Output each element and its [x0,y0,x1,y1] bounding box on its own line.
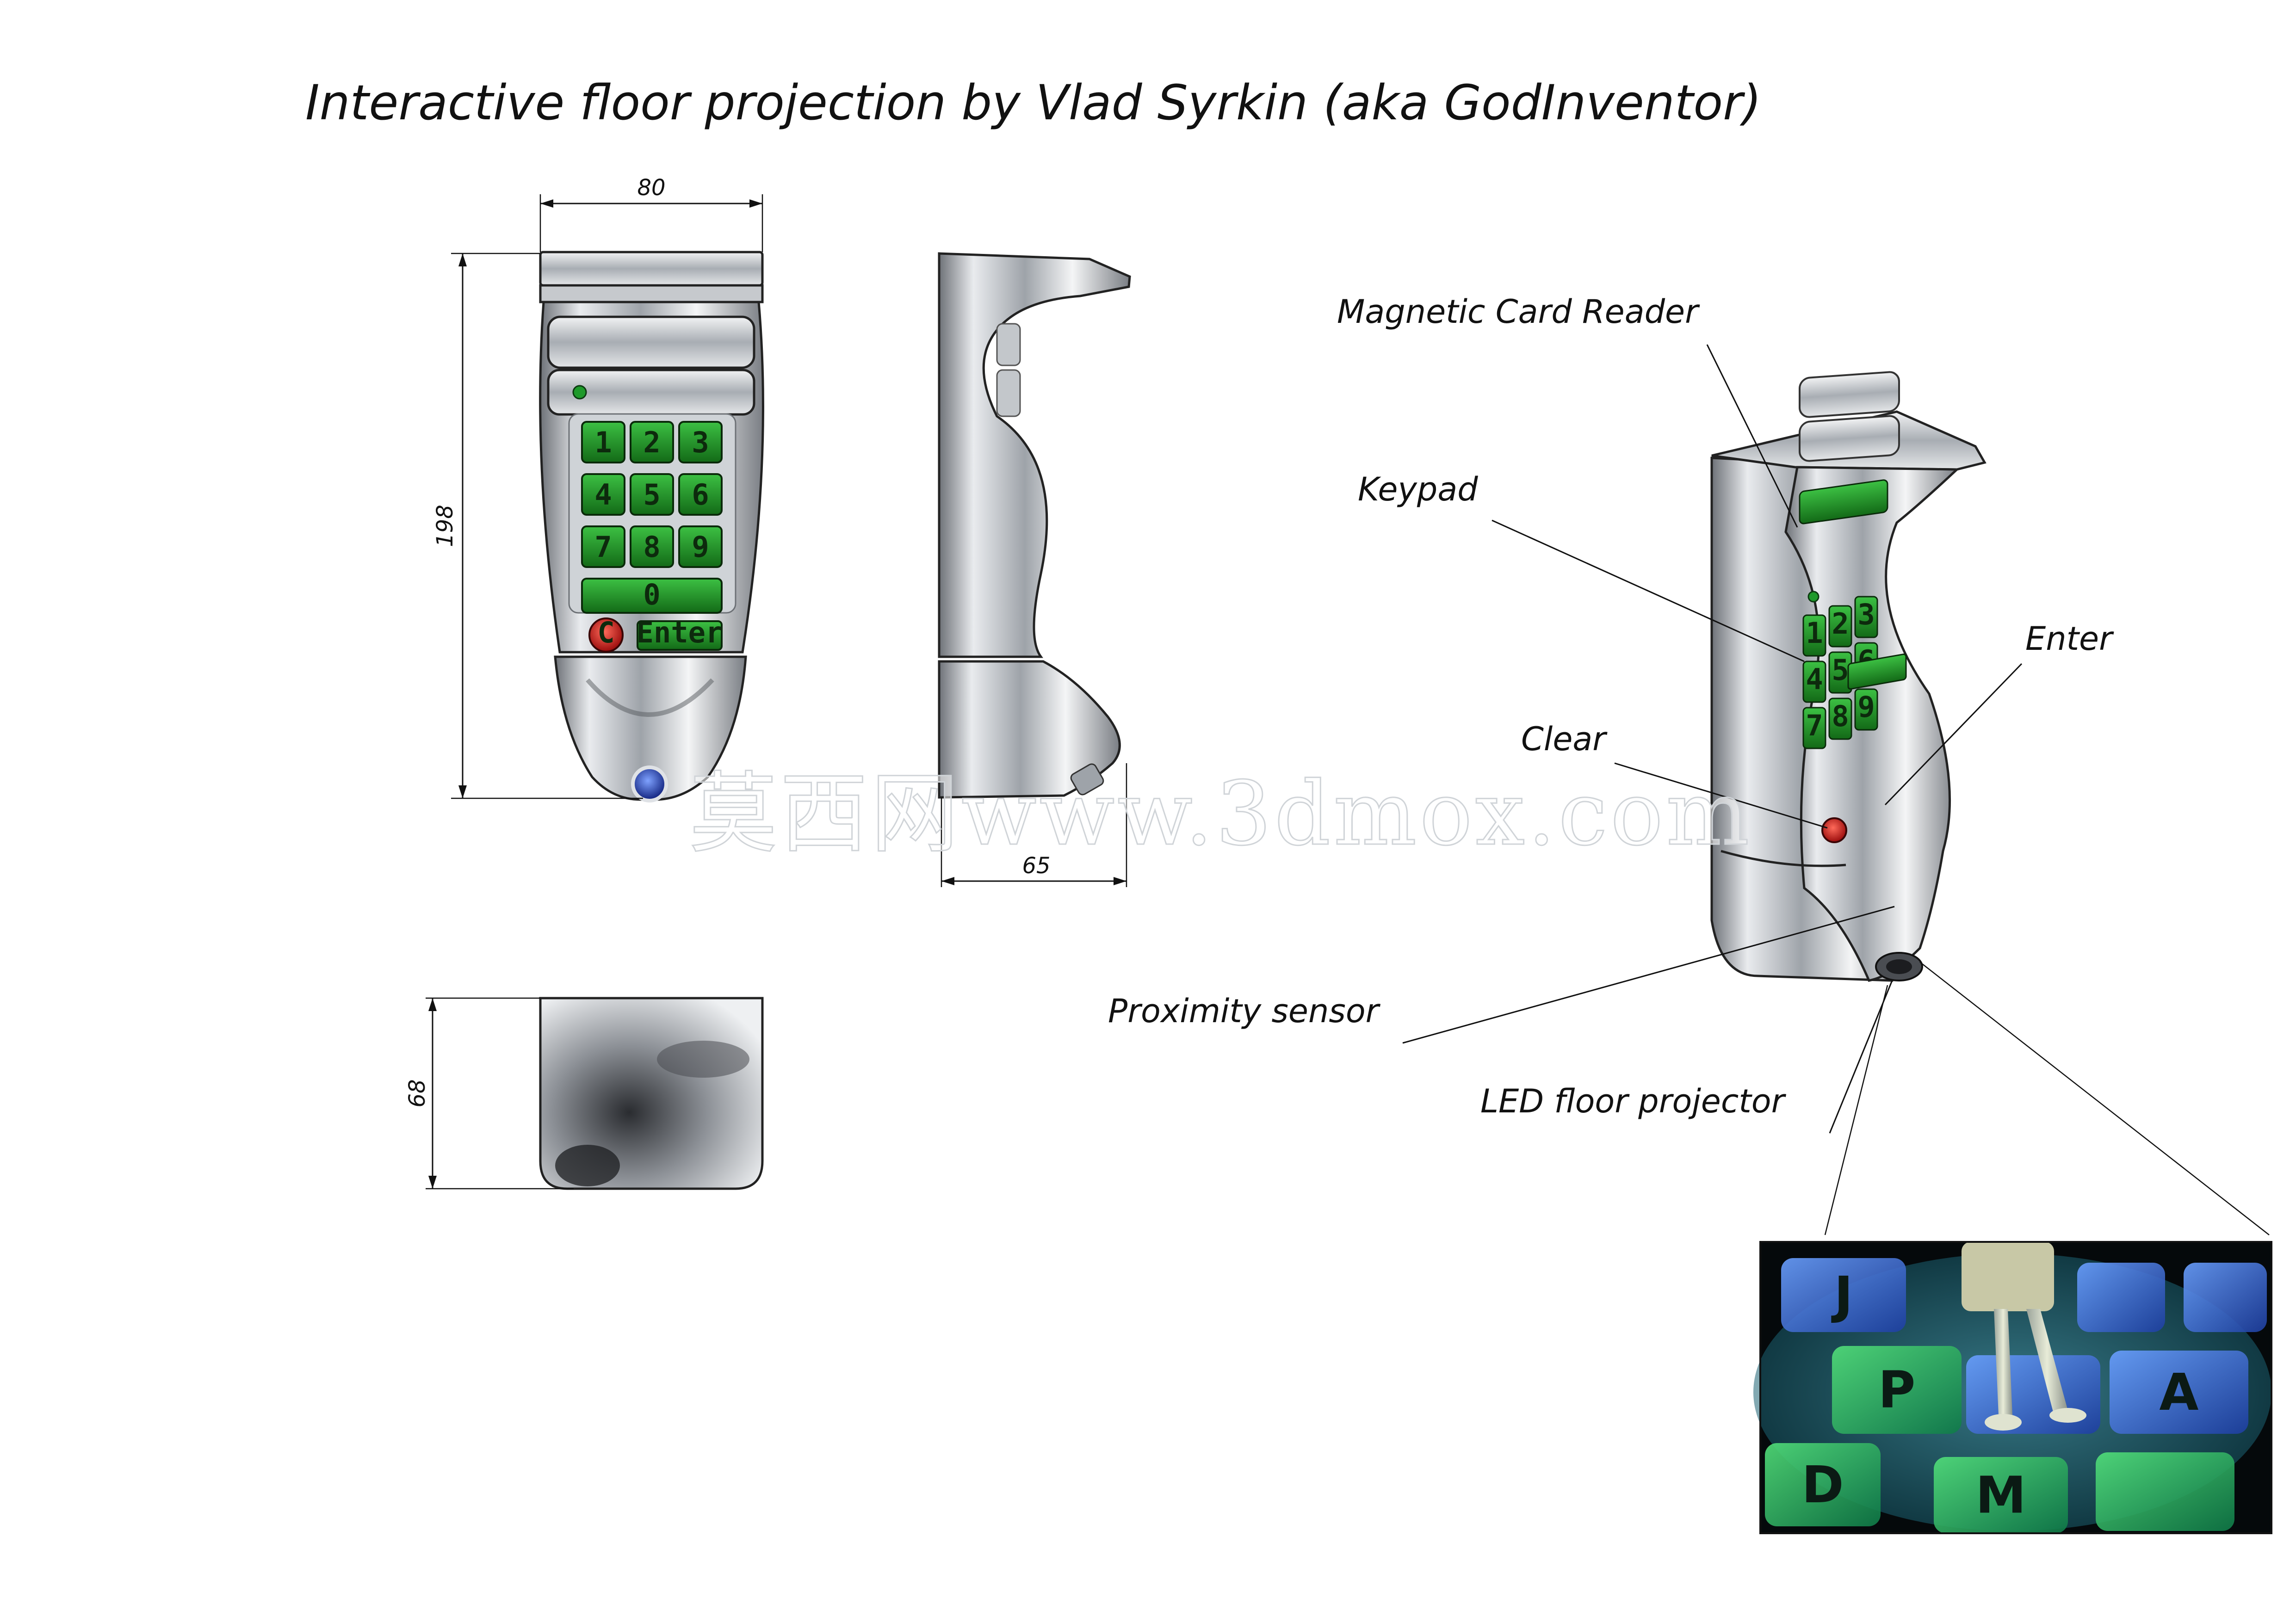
photo-person-skirt [1962,1242,2054,1311]
perspective-key-label: 2 [1832,607,1849,641]
key-0[interactable] [581,578,723,614]
key-label: 2 [643,426,660,459]
projected-tile [2077,1263,2165,1332]
projected-tiles: JPD M A [1765,1258,2267,1533]
perspective-led-icon [1807,591,1819,603]
projected-tile [1781,1258,1906,1332]
key-6[interactable] [678,473,723,516]
projected-tile [1832,1346,1962,1434]
key-2[interactable] [630,421,674,463]
width-dimension: 80 [637,175,665,201]
key-7[interactable] [581,525,625,568]
callout-enter-leader [1884,663,2023,806]
callout-keypad-leader [1491,519,1805,662]
callout-card-reader: Magnetic Card Reader [1337,293,1700,331]
perspective-clear-button [1821,817,1847,843]
callout-card-reader-leader [1706,344,1798,528]
tile-letter: J [1831,1265,1853,1325]
tile-letter: D [1801,1455,1844,1514]
key-label: 8 [643,530,660,564]
perspective-key-label: 5 [1832,653,1849,687]
tile-letter: P [1878,1360,1916,1419]
watermark: 莫西网www.3dmox.com [689,763,1752,865]
side-view: 65 [938,252,1131,887]
callout-keypad: Keypad [1358,470,1478,508]
floor-projection-photo: JPD M A [1753,1241,2272,1534]
callout-projector: LED floor projector [1480,1082,1787,1120]
perspective-key-label: 9 [1857,690,1875,724]
callouts: Magnetic Card Reader Keypad Enter Clear … [1108,293,2114,1134]
projected-tile [1934,1457,2068,1533]
perspective-key-8 [1828,697,1852,740]
projected-tile [1765,1443,1881,1526]
key-4[interactable] [581,473,625,516]
perspective-card-reader [1799,371,1900,418]
callout-proximity: Proximity sensor [1108,992,1381,1030]
height-dimension: 198 [432,505,458,547]
perspective-key-7 [1802,707,1826,749]
callout-clear: Clear [1521,720,1608,758]
key-label: 7 [594,530,612,564]
perspective-key-9 [1854,688,1878,731]
perspective-enter-button [1847,653,1907,690]
perspective-key-label: 3 [1857,598,1875,631]
callout-proximity-leader [1402,906,1895,1044]
projection-beam-left [1824,985,1888,1235]
key-label: 5 [643,478,660,512]
key-8[interactable] [630,525,674,568]
tile-letter: M [1975,1466,2026,1525]
key-label: 6 [692,478,709,512]
tile-letter: A [2159,1363,2198,1422]
key-label: 3 [692,426,709,459]
status-led-icon [572,385,587,400]
clear-button[interactable] [588,617,624,653]
perspective-zero-key [1799,479,1888,525]
callout-enter: Enter [2025,620,2114,658]
bottom-view: 68 [404,997,764,1190]
clear-label: C [597,616,614,649]
callout-clear-leader [1614,762,1828,829]
side-body [938,252,1131,658]
key-9[interactable] [678,525,723,568]
front-top-cap [539,251,764,287]
enter-button[interactable] [637,620,723,651]
proximity-sensor-front [631,765,668,802]
key-label: 0 [643,578,660,611]
page-title: Interactive floor projection by Vlad Syr… [305,74,1761,131]
projection-beam-right [1919,962,2270,1235]
key-3[interactable] [678,421,723,463]
perspective-key-4 [1802,660,1826,703]
key-label: 4 [594,478,612,512]
perspective-key-1 [1802,614,1826,657]
key-label: 9 [692,530,709,564]
perspective-status-bar [1799,415,1900,462]
perspective-key-2 [1828,605,1852,648]
key-5[interactable] [630,473,674,516]
perspective-key-label: 8 [1832,699,1849,733]
bottom-depth-dimension: 68 [404,1079,430,1107]
perspective-key-label: 4 [1806,662,1823,696]
side-depth-dimension: 65 [1022,853,1050,879]
perspective-key-3 [1854,596,1878,638]
perspective-key-label: 7 [1806,709,1823,742]
perspective-key-label: 1 [1806,616,1823,650]
projected-tile [2184,1263,2267,1332]
projected-tile [2110,1351,2248,1434]
enter-key-label: Enter [637,616,723,649]
key-label: 1 [594,426,612,459]
card-reader-slot [547,315,755,369]
projected-tile [2096,1452,2234,1531]
front-top-lip [539,284,764,303]
key-1[interactable] [581,421,625,463]
